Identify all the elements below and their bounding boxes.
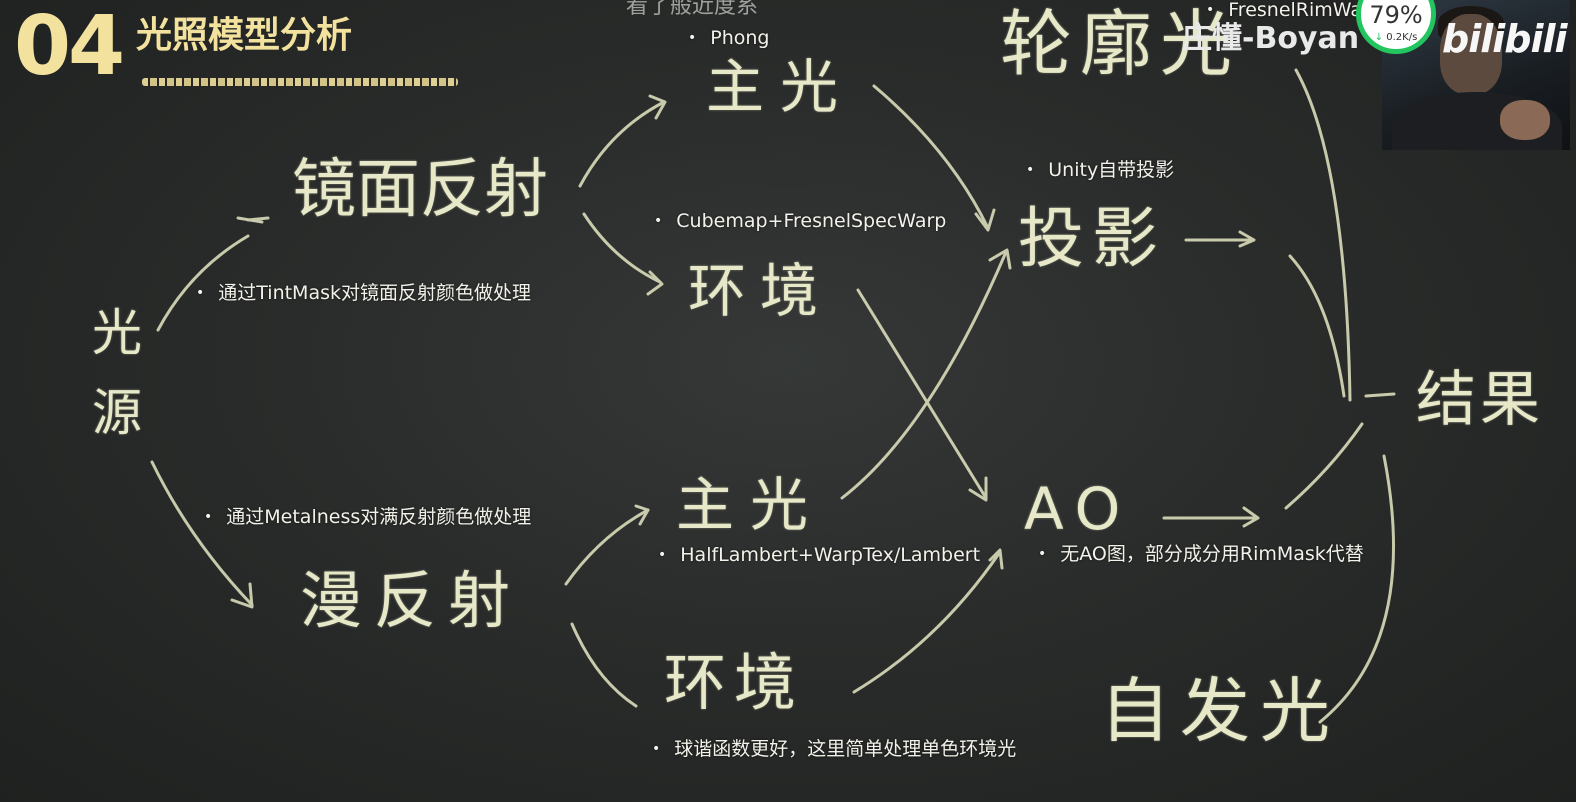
node-result: 结果 — [1416, 365, 1544, 435]
node-diff-environment: 环境 — [664, 646, 805, 719]
bilibili-logo: bilibili — [1442, 17, 1568, 61]
webcam-person-head — [1440, 14, 1502, 94]
note-phong: Phong — [688, 29, 769, 48]
arrow-head — [988, 548, 1004, 570]
arrow-specular-to-mainlight — [578, 100, 666, 188]
arrow-rim-to-result — [1294, 68, 1352, 402]
perf-percent: 79% — [1369, 1, 1423, 29]
arrow-shadow-to-result — [1288, 254, 1346, 398]
arrow-specular-to-env — [582, 212, 662, 284]
note-unity-shadow: Unity自带投影 — [1026, 161, 1174, 180]
node-emission: 自发光 — [1100, 670, 1340, 752]
subtitle-cut-off: 看了般近度系 — [626, 0, 759, 19]
perf-speed-value: 0.2K/s — [1386, 32, 1418, 43]
perf-speed: ↓ 0.2K/s — [1361, 33, 1431, 43]
arrow-head — [988, 248, 1012, 270]
arrow-head — [974, 208, 996, 232]
arrow-head — [968, 476, 988, 502]
title-underline — [142, 78, 458, 86]
webcam-person-hand — [1500, 100, 1550, 140]
node-spec-environment: 环境 — [688, 257, 833, 325]
arrow-head — [634, 504, 650, 526]
node-rim-light: 轮廓光 — [1000, 2, 1241, 86]
note-fresnel-rim: FresnelRimWarp — [1206, 1, 1382, 20]
result-dash — [1364, 392, 1396, 398]
node-ao: AO — [1024, 475, 1133, 543]
arrow-head — [1238, 230, 1256, 248]
note-halflambert: HalfLambert+WarpTex/Lambert — [658, 546, 980, 565]
node-specular: 镜面反射 — [292, 153, 548, 227]
arrow-emission-to-result — [1318, 454, 1396, 724]
arrow-diffmain-to-shadow — [840, 250, 1008, 500]
download-arrow-icon: ↓ — [1374, 32, 1384, 43]
specular-dash — [246, 216, 270, 222]
node-spec-main-light: 主光 — [706, 53, 855, 121]
arrow-head — [648, 94, 667, 120]
note-cubemap: Cubemap+FresnelSpecWarp — [654, 212, 946, 231]
arrow-head — [646, 270, 664, 296]
webcam-overlay — [1382, 0, 1570, 150]
arrow-head — [230, 582, 254, 609]
note-metalness: 通过Metalness对满反射颜色做处理 — [204, 508, 531, 527]
node-shadow: 投影 — [1018, 200, 1166, 277]
note-sh: 球谐函数更好，这里简单处理单色环境光 — [652, 740, 1016, 759]
node-diff-main-light: 主光 — [676, 471, 825, 539]
note-no-ao: 无AO图，部分成分用RimMask代替 — [1038, 545, 1364, 564]
note-tintmask: 通过TintMask对镜面反射颜色做处理 — [196, 284, 531, 303]
arrow-mainlight-to-shadow — [872, 84, 990, 230]
arrow-diffenv-to-ao — [852, 550, 1002, 694]
arrow-head — [1242, 506, 1260, 528]
uploader-watermark: 庄懂-Boyan — [1182, 21, 1360, 56]
section-number: 04 — [14, 0, 125, 94]
arrow-ao-to-result — [1284, 422, 1364, 510]
arrow-source-to-diffuse — [150, 460, 254, 607]
arrow-env-to-ao — [856, 288, 988, 500]
arrow-diffuse-to-diffenv — [570, 622, 638, 708]
node-diffuse: 漫反射 — [300, 564, 523, 637]
arrow-diffuse-to-diffmain — [564, 508, 650, 586]
node-light-source: 光源 — [84, 306, 142, 466]
arrow-source-to-specular — [156, 234, 250, 332]
section-title: 光照模型分析 — [136, 15, 353, 56]
